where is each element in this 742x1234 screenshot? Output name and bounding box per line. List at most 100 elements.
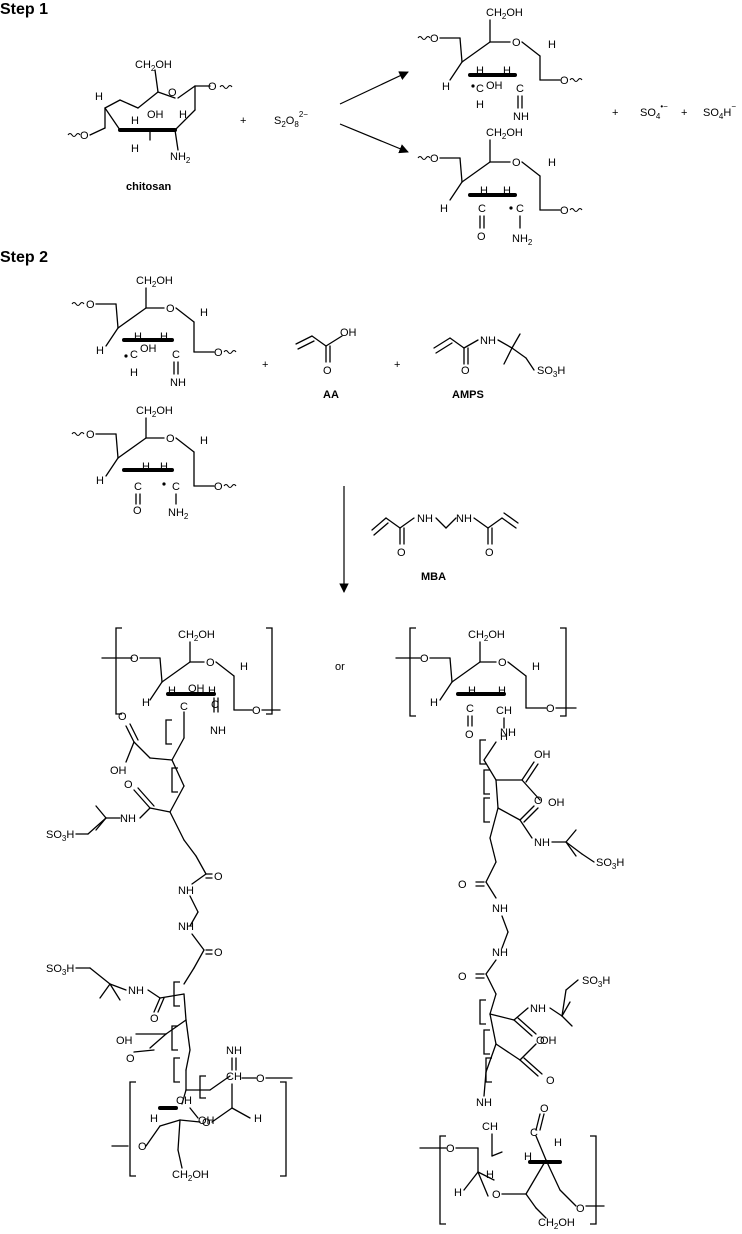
svg-text:CH2OH: CH2OH [486,127,523,141]
svg-text:C: C [530,1127,538,1139]
svg-text:SO3H: SO3H [537,365,565,379]
svg-text:H: H [468,685,476,697]
sulfate-radical-label: SO4•− [640,102,668,121]
svg-text:H: H [208,685,216,697]
svg-text:OH: OH [140,343,157,355]
svg-text:O: O [202,1117,211,1129]
svg-text:NH: NH [534,837,550,849]
svg-text:CH2OH: CH2OH [538,1217,575,1231]
svg-text:O: O [124,779,133,791]
svg-text:H: H [486,1169,494,1181]
svg-text:O: O [540,1103,549,1115]
svg-text:SO3H: SO3H [46,963,74,977]
svg-text:H: H [548,157,556,169]
plus-sign: + [681,107,687,119]
svg-text:O: O [214,871,223,883]
svg-text:H: H [503,185,511,197]
svg-text:O: O [560,205,569,217]
svg-text:H: H [96,345,104,357]
plus-sign: + [262,359,268,371]
or-label: or [335,661,345,673]
h-label: H [179,109,187,121]
reaction-arrow [339,123,409,154]
svg-text:OH: OH [548,797,565,809]
svg-text:NH: NH [417,513,433,525]
hydrogen-sulfate-label: SO4H− [703,102,736,121]
svg-text:H: H [430,697,438,709]
svg-text:NH: NH [128,985,144,997]
svg-text:O: O [446,1143,455,1155]
svg-text:H: H [142,697,150,709]
svg-text:CH: CH [226,1071,242,1083]
svg-text:O: O [512,157,521,169]
radical-product-1: O CH2OH O O H H H H C OH H C NH [417,7,583,123]
svg-text:O: O [546,1075,555,1087]
svg-text:H: H [240,661,248,673]
svg-text:H: H [168,685,176,697]
svg-text:NH: NH [178,885,194,897]
svg-text:CH2OH: CH2OH [172,1169,209,1183]
svg-text:H: H [498,685,506,697]
svg-text:O: O [458,879,467,891]
svg-text:SO3H: SO3H [596,857,624,871]
svg-text:CH2OH: CH2OH [486,7,523,21]
acrylic-acid-structure: O OH [295,327,357,377]
svg-text:NH: NH [178,921,194,933]
svg-text:C: C [130,349,138,361]
svg-text:NH: NH [170,377,186,389]
svg-text:CH2OH: CH2OH [136,275,173,289]
mba-label: MBA [421,571,446,583]
svg-text:O: O [256,1073,265,1085]
svg-text:C: C [172,349,180,361]
svg-text:SO3H: SO3H [582,975,610,989]
svg-text:C: C [516,83,524,95]
svg-text:NH: NH [513,111,529,123]
svg-text:O: O [138,1141,147,1153]
svg-text:O: O [492,1189,501,1201]
svg-text:H: H [476,99,484,111]
svg-text:O: O [206,657,215,669]
svg-text:C: C [478,203,486,215]
svg-text:H: H [500,731,508,743]
oh-label: OH [147,109,164,121]
svg-text:NH: NH [226,1045,242,1057]
svg-text:H: H [254,1113,262,1125]
svg-text:NH: NH [480,335,496,347]
atom-o: O [80,130,89,142]
svg-text:O: O [430,33,439,45]
chitosan-label: chitosan [126,181,172,193]
nh2-label: NH2 [170,151,191,165]
svg-text:H: H [96,475,104,487]
svg-text:O: O [166,433,175,445]
h-label: H [131,115,139,127]
svg-text:CH: CH [496,705,512,717]
svg-text:H: H [200,435,208,447]
ch2oh-label: CH2OH [135,59,172,73]
svg-text:H: H [524,1151,532,1163]
svg-text:O: O [126,1053,135,1065]
ring-oxygen: O [168,87,177,99]
svg-text:O: O [252,705,261,717]
plus-sign: + [394,359,400,371]
svg-text:O: O [461,365,470,377]
svg-text:H: H [480,185,488,197]
svg-text:H: H [554,1137,562,1149]
radical-chitosan-1: O CH2OH O O H H H H C OH H C NH [71,275,237,389]
svg-text:C: C [134,481,142,493]
step-1-title: Step 1 [0,1,48,18]
svg-text:O: O [465,729,474,741]
svg-text:O: O [560,75,569,87]
svg-text:H: H [134,331,142,343]
svg-text:H: H [442,81,450,93]
svg-text:O: O [458,971,467,983]
svg-text:O: O [477,231,486,243]
svg-text:C: C [516,203,524,215]
svg-text:C: C [476,83,484,95]
svg-text:OH: OH [486,80,503,92]
radical-chitosan-2: O CH2OH O O H H H H C O C NH2 [71,405,237,521]
svg-text:NH: NH [500,727,516,739]
svg-text:H: H [548,39,556,51]
mba-structure: O NH NH O [371,512,519,559]
step-2-title: Step 2 [0,249,48,266]
svg-text:C: C [180,701,188,713]
